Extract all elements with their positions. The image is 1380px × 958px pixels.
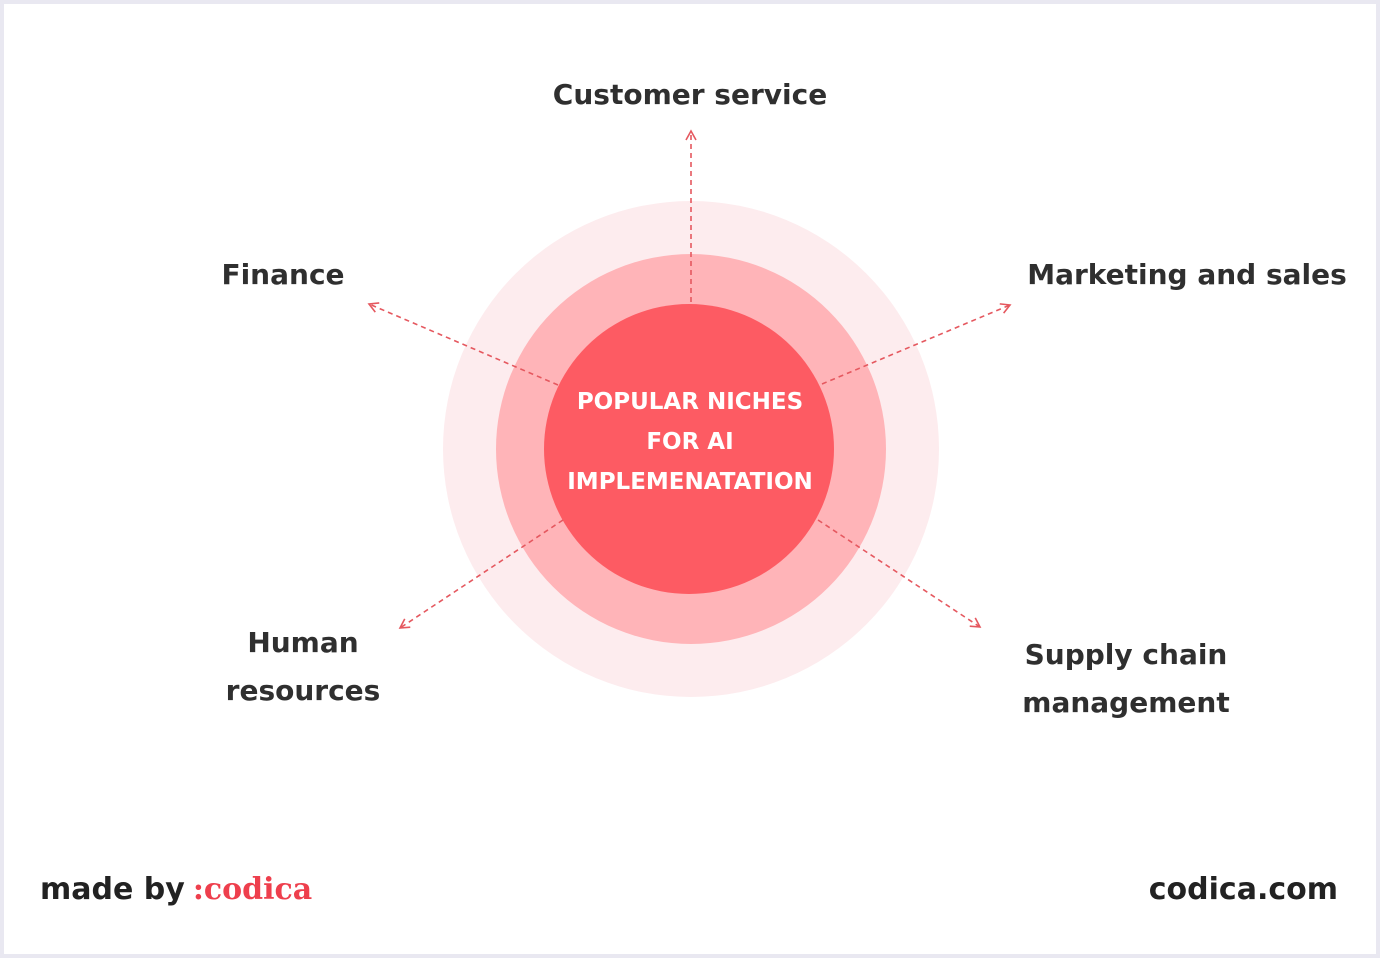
arrow-finance: [367, 302, 559, 386]
center-title-line-3: IMPLEMENATATION: [567, 469, 813, 495]
inner-circle: [544, 304, 834, 594]
made-by-credit: made by:codica: [40, 868, 312, 912]
niche-label-supply-chain-management: Supply chain management: [1022, 638, 1230, 719]
center-title: POPULAR NICHES FOR AI IMPLEMENATATION: [540, 382, 840, 502]
arrow-human-resources: [398, 519, 564, 629]
center-title-line-1: POPULAR NICHES: [576, 389, 804, 415]
arrow-marketing-and-sales: [821, 303, 1012, 385]
niche-label-human-resources: Human resources: [225, 626, 381, 707]
made-by-text: made by: [40, 872, 185, 907]
center-title-line-2: FOR AI: [646, 429, 734, 455]
niche-label-marketing-and-sales: Marketing and sales: [1027, 258, 1347, 291]
niche-label-customer-service: Customer service: [552, 78, 828, 111]
niche-label-finance: Finance: [221, 258, 345, 291]
codica-logo: :codica: [192, 872, 313, 907]
site-link[interactable]: codica.com: [1148, 872, 1338, 907]
